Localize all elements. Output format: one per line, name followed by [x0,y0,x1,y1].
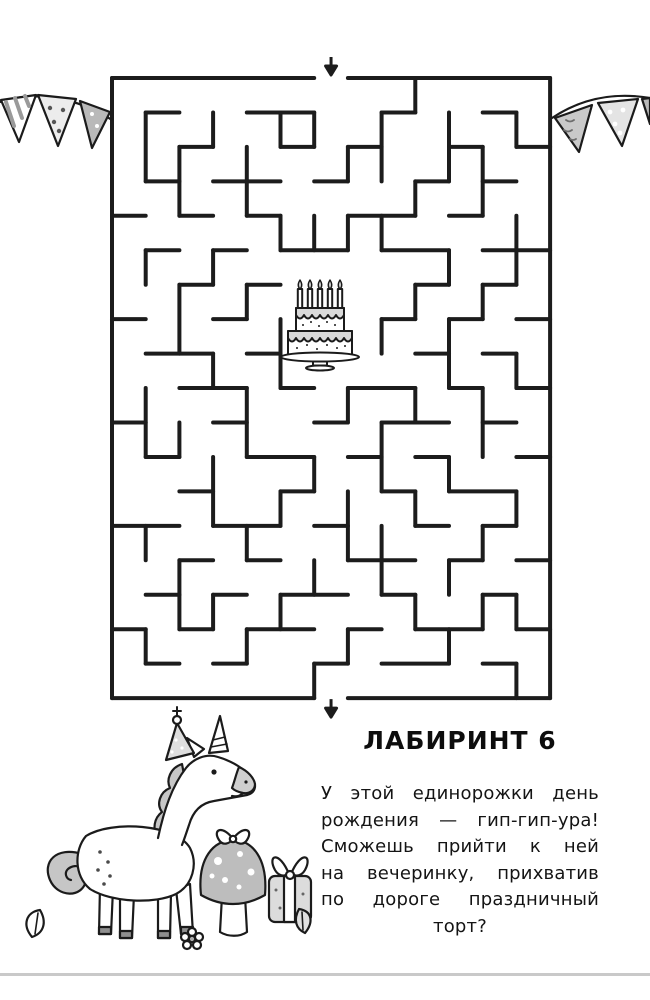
cake-top-icing [295,307,345,320]
story-text: У этой единорожки день рождения — гип-гип… [321,781,599,940]
bunting-rope [550,94,650,120]
unicorn-eye [211,769,217,775]
pennant-flag-icon [78,99,112,150]
bunting-right-decoration [550,94,650,154]
maze-entry-arrow [324,57,339,77]
unicorn-body [76,825,195,902]
unicorn-horn [207,714,230,755]
story-line: торт? [433,915,487,937]
maze [110,57,553,719]
story-line: рождения — гип-гип-ура! [321,809,599,831]
unicorn-mouth [230,791,245,798]
cake-sprinkles [296,321,346,350]
party-hat-icon [164,721,196,762]
cake-plate [280,351,360,363]
pennant-flag-icon [596,97,640,148]
story-line: на вечеринку, прихватив [321,862,599,884]
story-line: У этой единорожки день [321,783,599,804]
unicorn-hooves [97,925,195,940]
unicorn-nostril [244,780,248,784]
story-line: Сможешь прийти к ней [321,836,599,857]
birthday-cake-illustration [280,279,360,372]
maze-exit-arrow [324,699,339,719]
party-hat-topper [172,706,182,716]
pennant-flag-icon [640,96,650,126]
cake-plate-base [305,364,335,372]
unicorn-spots [96,850,112,886]
mushroom-dots [209,851,255,890]
candles [296,288,344,309]
bunting-left-decoration [0,93,114,150]
party-hat-pompom [171,714,183,726]
page-title: ЛАБИРИНТ 6 [363,726,557,755]
leaf-icon [25,908,45,939]
unicorn-party-scene-illustration [25,706,313,951]
candle-flames [297,279,343,290]
pennant-flag-icon [36,93,78,148]
mushroom-stem [218,894,249,937]
bottom-divider [0,973,650,976]
mushroom-cap [199,838,267,905]
story-line: по дороге праздничный [321,889,599,910]
cake-bottom-icing [287,330,353,343]
gift-ribbon [282,874,297,924]
flower-icon [179,926,205,951]
pennant-flag-icon [553,103,594,154]
